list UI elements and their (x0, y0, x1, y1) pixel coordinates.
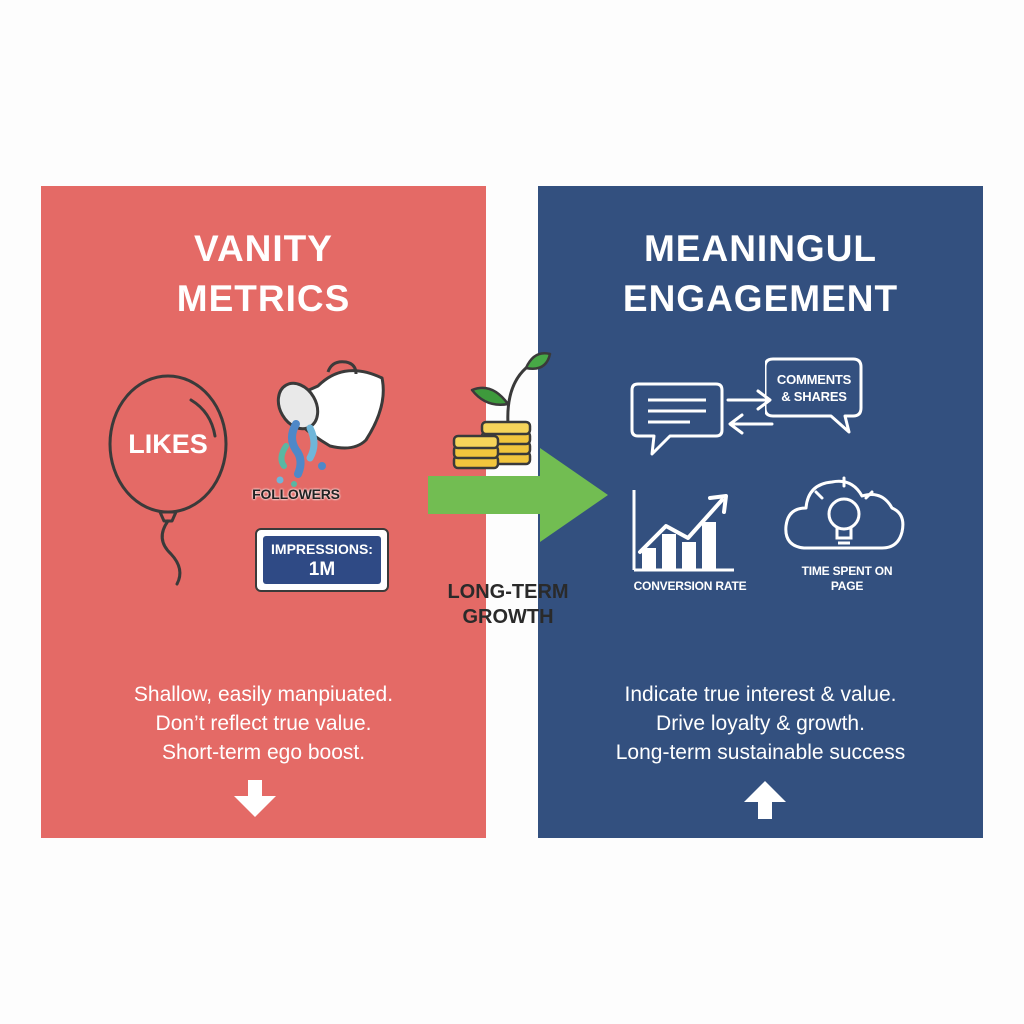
vanity-title: VANITY METRICS (41, 224, 486, 324)
growth-arrow-icon (428, 448, 608, 542)
engagement-title-line2: ENGAGEMENT (622, 278, 899, 319)
meaningful-engagement-panel: MEANINGUL ENGAGEMENT COMMENTS & SHARES (538, 186, 983, 838)
growth-label-line2: GROWTH (462, 606, 554, 628)
impressions-label: IMPRESSIONS: (271, 541, 373, 557)
coins-sprout-icon (452, 352, 552, 470)
engagement-description: Indicate true interest & value. Drive lo… (538, 680, 983, 767)
time-spent-line2: PAGE (830, 579, 864, 593)
impressions-badge: IMPRESSIONS: 1M (255, 528, 389, 592)
time-spent-label: TIME SPENT ON PAGE (783, 564, 911, 594)
comments-shares-label: COMMENTS & SHARES (765, 371, 863, 405)
arrow-up-icon (744, 781, 786, 819)
comments-label-line1: COMMENTS (776, 372, 852, 387)
conversion-rate-label: CONVERSION RATE (633, 579, 747, 593)
vanity-title-line1: VANITY (194, 228, 333, 269)
vanity-desc-line3: Short-term ego boost. (161, 741, 366, 764)
cloud-lightbulb-icon (784, 476, 905, 550)
balloon-icon: LIKES (108, 374, 228, 586)
likes-label: LIKES (128, 429, 208, 459)
engagement-title: MEANINGUL ENGAGEMENT (538, 224, 983, 324)
time-spent-line1: TIME SPENT ON (801, 564, 893, 578)
comments-bubble-icon (765, 357, 863, 434)
engagement-desc-line1: Indicate true interest & value. (624, 683, 897, 706)
exchange-arrows-icon (726, 389, 774, 435)
vanity-title-line2: METRICS (176, 278, 351, 319)
vanity-description: Shallow, easily manpiuated. Don’t reflec… (41, 680, 486, 767)
vanity-desc-line1: Shallow, easily manpiuated. (133, 683, 394, 706)
followers-label: FOLLOWERS (252, 486, 340, 502)
vanity-metrics-panel: VANITY METRICS LIKES FOLLOWERS (41, 186, 486, 838)
growth-label-line1: LONG-TERM (447, 581, 569, 603)
impressions-value: 1M (308, 559, 336, 580)
engagement-desc-line3: Long-term sustainable success (615, 741, 906, 764)
engagement-title-line1: MEANINGUL (643, 228, 878, 269)
spilled-cup-icon (276, 360, 385, 487)
chat-bubble-icon (630, 382, 724, 456)
comments-label-line2: & SHARES (781, 389, 847, 404)
vanity-desc-line2: Don’t reflect true value. (155, 712, 372, 735)
bar-chart-icon (632, 490, 734, 572)
arrow-down-icon (234, 780, 276, 817)
engagement-desc-line2: Drive loyalty & growth. (656, 712, 865, 735)
long-term-growth-label: LONG-TERM GROWTH (420, 580, 596, 630)
